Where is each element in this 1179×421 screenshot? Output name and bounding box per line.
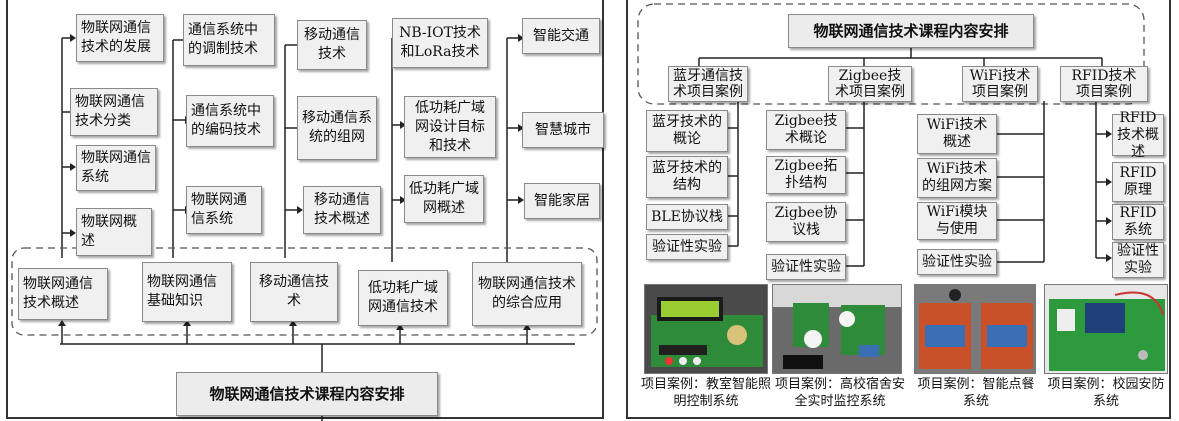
caption-campus-security: 项目案例：校园安防系统 [1047, 377, 1165, 409]
rfid-item-4: 验证性实验 [1112, 242, 1164, 278]
node-col1-3: 物联网通信系统 [76, 145, 156, 191]
left-root-title: 物联网通信技术课程内容安排 [176, 372, 438, 416]
wifi-item-1: WiFi技术概述 [917, 114, 997, 154]
node-col3-1: 移动通信技术 [297, 20, 367, 70]
right-diagram-panel: 物联网通信技术课程内容安排 蓝牙通信技术项目案例 Zigbee技术项目案例 Wi… [624, 0, 1179, 421]
rfid-item-3: RFID系统 [1112, 204, 1164, 240]
node-col5-2: 智慧城市 [522, 112, 604, 148]
category-lpwan: 低功耗广域网通信技术 [358, 270, 448, 326]
node-col5-3: 智能家居 [524, 183, 600, 219]
photo-dorm-monitoring [772, 284, 902, 374]
zigbee-item-4: 验证性实验 [766, 254, 846, 280]
bluetooth-item-1: 蓝牙技术的概论 [646, 110, 728, 152]
node-col3-2: 移动通信系统的组网 [297, 96, 377, 160]
category-fundamentals: 物联网通信基础知识 [142, 262, 232, 322]
right-root-title: 物联网通信技术课程内容安排 [788, 14, 1034, 48]
category-overview: 物联网通信技术概述 [18, 268, 108, 320]
rfid-item-1: RFID技术概述 [1112, 110, 1164, 160]
node-col5-1: 智能交通 [522, 18, 600, 54]
node-col4-3: 低功耗广域网概述 [404, 175, 484, 223]
node-col1-2: 物联网通信技术分类 [70, 88, 158, 136]
caption-smart-ordering: 项目案例：智能点餐系统 [917, 377, 1035, 409]
zigbee-item-1: Zigbee技术概论 [766, 110, 846, 150]
node-col2-3: 物联网通信系统 [186, 186, 262, 234]
photo-smart-ordering [914, 284, 1036, 374]
category-mobile: 移动通信技术 [250, 262, 338, 322]
category-zigbee: Zigbee技术项目案例 [828, 66, 912, 102]
category-applications: 物联网通信技术的综合应用 [472, 262, 582, 326]
wifi-item-4: 验证性实验 [917, 249, 997, 275]
rfid-item-2: RFID原理 [1112, 162, 1164, 202]
bluetooth-item-2: 蓝牙技术的结构 [646, 156, 728, 198]
photo-classroom-lighting [644, 284, 768, 374]
bluetooth-item-4: 验证性实验 [646, 234, 728, 260]
wifi-item-2: WiFi技术的组网方案 [917, 158, 997, 198]
node-col1-4: 物联网概述 [76, 208, 152, 256]
left-diagram-panel: 物联网通信技术的发展 物联网通信技术分类 物联网通信系统 物联网概述 通信系统中… [6, 0, 604, 421]
node-col4-1: NB-IOT技术和LoRa技术 [392, 18, 488, 68]
zigbee-item-3: Zigbee协议栈 [766, 202, 846, 242]
category-bluetooth: 蓝牙通信技术项目案例 [668, 66, 748, 102]
node-col2-1: 通信系统中的调制技术 [183, 14, 275, 66]
caption-dorm-monitoring: 项目案例：高校宿舍安全实时监控系统 [774, 377, 905, 409]
photo-campus-security [1044, 284, 1168, 374]
caption-classroom-lighting: 项目案例：教室智能照明控制系统 [640, 377, 771, 409]
left-frame [6, 0, 604, 419]
category-rfid: RFID技术项目案例 [1060, 66, 1148, 102]
node-col4-2: 低功耗广域网设计目标和技术 [404, 96, 496, 158]
wifi-item-3: WiFi模块与使用 [917, 202, 997, 240]
zigbee-item-2: Zigbee拓扑结构 [766, 156, 846, 194]
node-col3-3: 移动通信技术概述 [303, 186, 381, 234]
category-wifi: WiFi技术项目案例 [962, 66, 1038, 102]
node-col1-1: 物联网通信技术的发展 [76, 14, 164, 62]
node-col2-2: 通信系统中的编码技术 [186, 95, 274, 147]
right-frame [626, 0, 1171, 419]
bluetooth-item-3: BLE协议栈 [646, 204, 728, 230]
